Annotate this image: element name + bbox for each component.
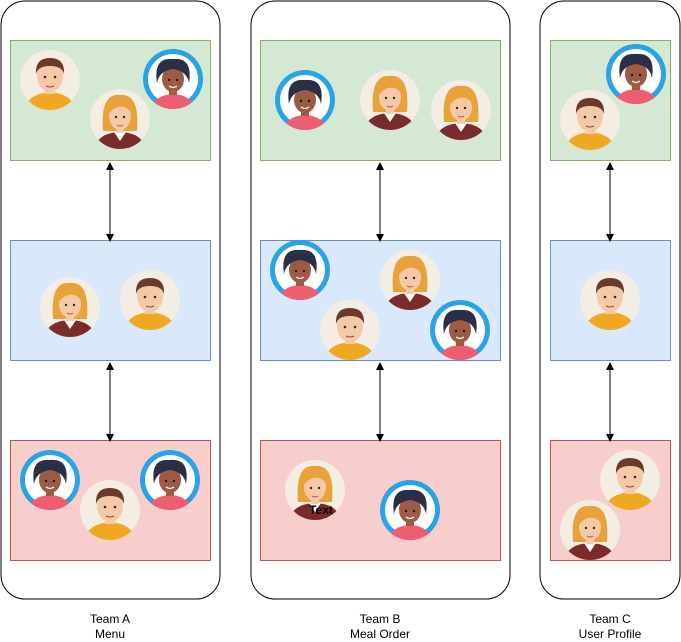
team-c-layer-1-avatar-2-man-icon <box>560 90 620 150</box>
team-c-subtitle: User Profile <box>578 627 642 641</box>
team-a-layer-3-avatar-3-dark-icon <box>140 450 200 510</box>
team-a-layer-1-avatar-3-dark-icon <box>143 49 203 109</box>
team-c-layer-1-avatar-1-dark-icon <box>606 44 666 104</box>
team-b-caption: Team B Meal Order <box>280 612 480 642</box>
team-b-layer-1-avatar-1-dark-icon <box>275 70 335 130</box>
team-a-name: Team A <box>89 612 131 626</box>
team-b-layer-2-avatar-4-dark-icon <box>430 300 490 360</box>
team-b-layer-2-avatar-1-dark-icon <box>270 240 330 300</box>
team-a-layer-3-avatar-2-man-icon <box>80 480 140 540</box>
annotation-text: Text <box>309 503 333 517</box>
team-c-layer-3-avatar-1-man-icon <box>600 450 660 510</box>
team-a-layer-2[interactable] <box>10 240 211 361</box>
team-a-subtitle: Menu <box>94 627 126 641</box>
team-c-layer-2-avatar-1-man-icon <box>580 270 640 330</box>
team-b-name: Team B <box>359 612 401 626</box>
team-c-caption: Team C User Profile <box>510 612 681 642</box>
team-b-subtitle: Meal Order <box>349 627 411 641</box>
team-c-name: Team C <box>589 612 631 626</box>
team-b-layer-2-avatar-3-man-icon <box>320 300 380 360</box>
team-a-layer-2-avatar-2-man-icon <box>120 270 180 330</box>
team-b-layer-1-avatar-3-woman-icon <box>431 80 491 140</box>
team-a-caption: Team A Menu <box>10 612 210 642</box>
team-c-layer-3-avatar-2-woman-icon <box>560 500 620 560</box>
team-b-layer-1-avatar-2-woman-icon <box>360 70 420 130</box>
team-b-layer-3-avatar-2-dark-icon <box>380 480 440 540</box>
team-a-layer-1-avatar-1-man-icon <box>20 50 80 110</box>
team-a-layer-3-avatar-1-dark-icon <box>20 450 80 510</box>
